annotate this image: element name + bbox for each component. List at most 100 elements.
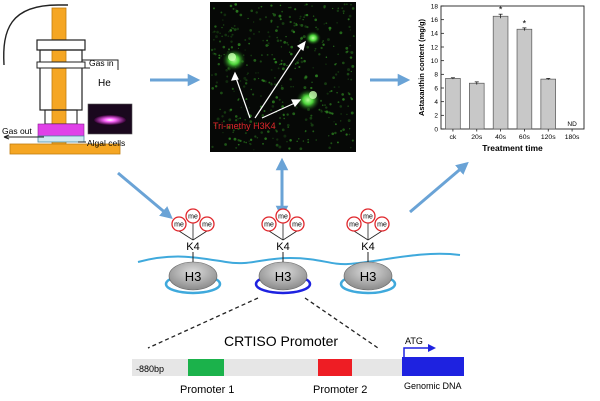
genomic-dna-box	[402, 357, 464, 376]
speckle	[223, 111, 227, 114]
speckle	[281, 101, 284, 104]
speckle	[324, 82, 327, 86]
speckle	[258, 31, 260, 33]
speckle	[286, 64, 288, 67]
speckle	[235, 8, 237, 11]
speckle	[237, 98, 240, 101]
speckle	[233, 28, 237, 32]
speckle	[332, 7, 334, 10]
speckle	[229, 29, 233, 32]
bar	[445, 78, 461, 130]
speckle	[299, 40, 302, 43]
speckle	[271, 54, 273, 56]
speckle	[305, 13, 309, 17]
speckle	[262, 142, 264, 145]
speckle	[224, 33, 228, 37]
methyl-link	[192, 230, 208, 241]
speckle	[299, 24, 301, 26]
speckle	[346, 113, 348, 116]
speckle	[292, 86, 294, 88]
bar-annotation: ND	[567, 121, 577, 128]
speckle	[231, 87, 234, 90]
speckle	[275, 96, 279, 99]
speckle	[295, 106, 298, 109]
methyl-label: me	[377, 222, 387, 229]
speckle	[300, 37, 303, 40]
plasma-apparatus: Gas in He Gas out Algal cells	[2, 4, 133, 155]
speckle	[214, 25, 217, 28]
speckle	[333, 86, 336, 89]
speckle	[231, 33, 234, 36]
speckle	[300, 57, 303, 59]
speckle	[315, 139, 317, 141]
speckle	[274, 77, 276, 79]
speckle	[347, 78, 349, 80]
promoter1-box	[188, 359, 224, 376]
speckle	[276, 36, 278, 39]
speckle	[248, 107, 250, 109]
speckle	[329, 111, 332, 115]
speckle	[213, 30, 216, 33]
speckle	[325, 56, 328, 58]
speckle	[232, 27, 234, 30]
speckle	[283, 114, 285, 117]
speckle	[351, 139, 354, 142]
speckle	[349, 44, 351, 47]
speckle	[345, 46, 349, 50]
speckle	[330, 142, 333, 145]
speckle	[298, 65, 301, 69]
h3k4-label: Tri-methy H3K4	[213, 121, 276, 131]
speckle	[337, 7, 340, 10]
speckle	[218, 54, 221, 57]
speckle	[302, 140, 305, 142]
speckle	[212, 31, 214, 33]
speckle	[265, 44, 269, 47]
speckle	[328, 135, 330, 137]
speckle	[272, 137, 274, 140]
methyl-link	[282, 230, 298, 241]
speckle	[325, 110, 329, 114]
y-tick-label: 8	[434, 72, 438, 79]
speckle	[350, 111, 354, 115]
speckle	[351, 7, 355, 10]
promoter1-label: Promoter 1	[180, 384, 234, 396]
speckle	[262, 39, 264, 42]
speckle	[272, 13, 274, 15]
microscopy-panel: Tri-methy H3K4	[210, 2, 356, 152]
speckle	[275, 130, 278, 133]
speckle	[257, 77, 260, 80]
speckle	[250, 88, 252, 91]
speckle	[264, 80, 267, 83]
chamber-ring	[36, 61, 86, 69]
speckle	[336, 91, 338, 94]
speckle	[333, 121, 335, 123]
speckle	[352, 35, 355, 38]
y-tick-label: 0	[434, 126, 438, 133]
speckle	[306, 45, 310, 49]
speckle	[321, 41, 324, 43]
speckle	[315, 26, 317, 29]
speckle	[324, 104, 326, 106]
speckle	[249, 138, 253, 141]
gas-out-label: Gas out	[2, 126, 32, 136]
speckle	[252, 21, 255, 23]
speckle	[232, 129, 235, 132]
speckle	[211, 74, 214, 77]
speckle	[230, 35, 233, 38]
speckle	[260, 5, 263, 8]
speckle	[233, 137, 237, 141]
speckle	[334, 131, 337, 135]
methyl-mark	[374, 216, 390, 232]
base-plate	[9, 143, 121, 155]
speckle	[350, 97, 354, 101]
speckle	[276, 138, 279, 141]
speckle	[264, 137, 267, 140]
speckle	[348, 93, 351, 96]
speckle	[217, 62, 220, 66]
speckle	[279, 4, 282, 7]
methyl-mark	[289, 216, 305, 232]
speckle	[274, 129, 277, 132]
speckle	[331, 132, 335, 136]
speckle	[244, 119, 246, 121]
